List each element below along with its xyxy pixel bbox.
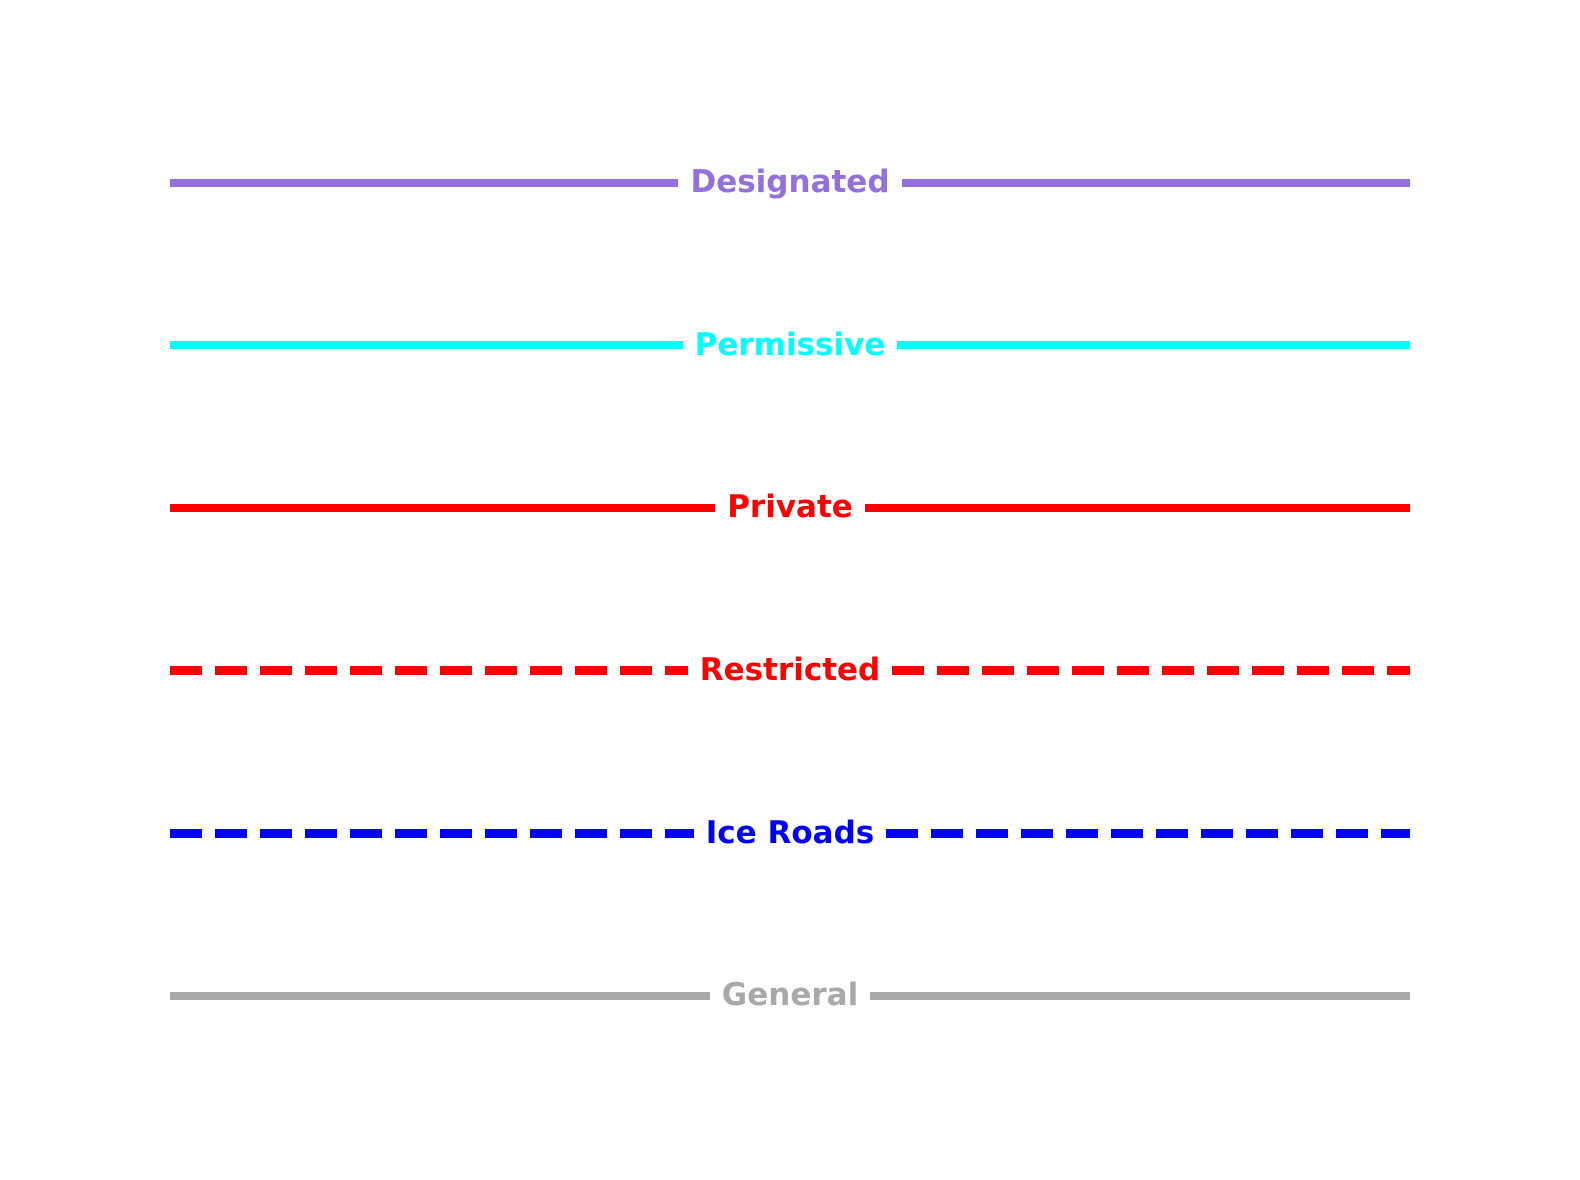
line-segment-right [892, 665, 1410, 675]
legend-row-designated: Designated [170, 161, 1410, 205]
line-segment-left [170, 178, 679, 187]
line-label: Private [727, 489, 853, 526]
line-segment-right [901, 178, 1410, 187]
line-segment-right [897, 341, 1411, 350]
line-segment-left [170, 991, 710, 1000]
line-segment-right [870, 991, 1410, 1000]
line-label: Permissive [694, 326, 886, 363]
line-segment-left [170, 341, 683, 350]
legend-row-general: General [170, 974, 1410, 1018]
line-segment-right [886, 828, 1410, 838]
line-segment-right [864, 503, 1411, 512]
legend-row-private: Private [170, 486, 1411, 530]
line-label: General [721, 977, 859, 1014]
line-label: Designated [690, 164, 890, 200]
line-label: Ice Roads [705, 814, 875, 851]
legend-row-permissive: Permissive [170, 323, 1411, 367]
line-segment-left [170, 828, 694, 838]
line-label: Restricted [699, 651, 881, 688]
legend-row-restricted: Restricted [170, 648, 1410, 692]
line-segment-left [170, 503, 716, 512]
line-segment-left [170, 665, 688, 675]
legend-row-ice-roads: Ice Roads [170, 811, 1410, 855]
